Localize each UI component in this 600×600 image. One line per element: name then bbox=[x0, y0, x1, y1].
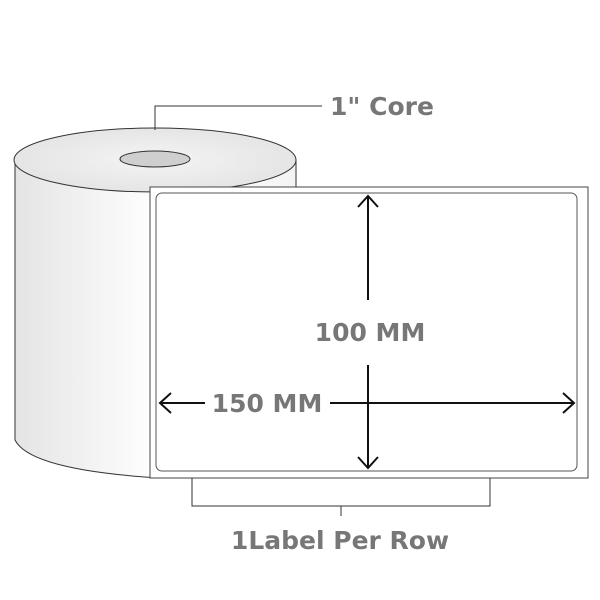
label bbox=[155, 192, 578, 472]
width-label: 150 MM bbox=[212, 389, 323, 418]
row-bracket bbox=[191, 478, 491, 507]
height-label: 100 MM bbox=[315, 318, 426, 347]
row-label: 1Label Per Row bbox=[231, 526, 449, 555]
core-leader-line bbox=[154, 105, 322, 130]
core-hole bbox=[119, 150, 191, 168]
width-arrow bbox=[158, 392, 576, 414]
core-label: 1" Core bbox=[330, 92, 434, 121]
height-arrow bbox=[357, 194, 379, 470]
